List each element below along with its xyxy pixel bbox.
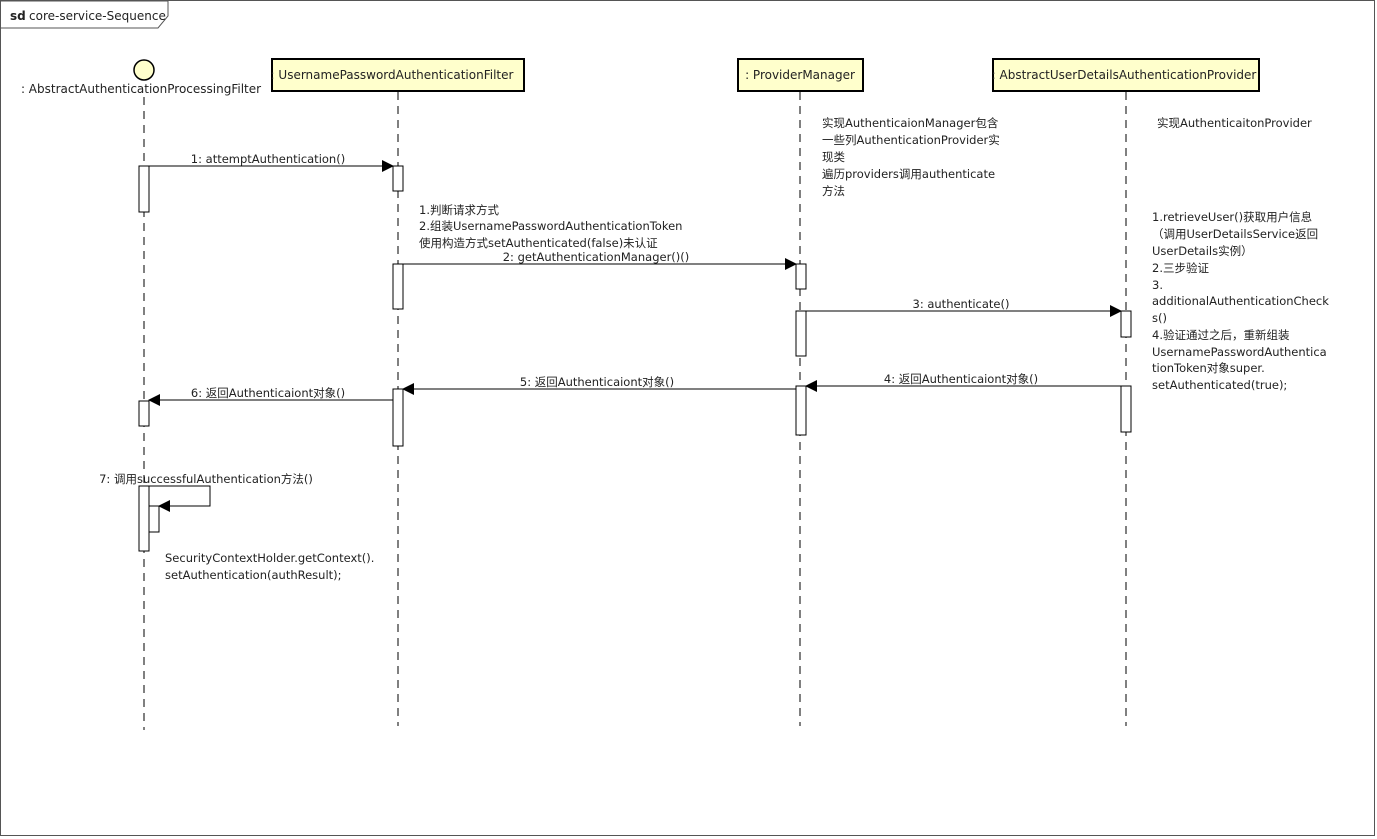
note-line: 2.组装UsernamePasswordAuthenticationToken [419,219,682,233]
note-line: 4.验证通过之后，重新组装 [1152,328,1290,342]
note-line: 1.判断请求方式 [419,203,499,217]
activation-bar [1120,385,1132,433]
activation-bar [392,263,404,310]
message-label-6: 6: 返回Authenticaiont对象() [191,386,345,400]
note-line: 1.retrieveUser()获取用户信息 [1152,210,1312,224]
note-line: setAuthenticated(true); [1152,378,1287,392]
note-security-context: SecurityContextHolder.getContext(). setA… [165,551,374,582]
activation-bar [392,388,404,447]
note-provider-steps: 1.retrieveUser()获取用户信息 （调用UserDetailsSer… [1152,210,1329,392]
activation-bar [795,310,807,357]
lifeline-provider-manager[interactable]: : ProviderManager [737,58,864,92]
note-line: 实现AuthenticaitonProvider [1157,116,1312,130]
lifeline-abstract-processing-filter[interactable]: : AbstractAuthenticationProcessingFilter [21,59,261,96]
activation-bar [795,263,807,290]
lifeline-label: : AbstractAuthenticationProcessingFilter [21,82,261,96]
activation-bar [1120,310,1132,338]
note-line: SecurityContextHolder.getContext(). [165,551,374,565]
activation-bar [138,485,150,552]
note-line: UserDetails实例） [1152,244,1253,258]
note-provider-header: 实现AuthenticaitonProvider [1157,116,1312,130]
note-line: additionalAuthenticationCheck [1152,294,1329,308]
message-label-4: 4: 返回Authenticaiont对象() [884,372,1038,386]
note-line: tionToken对象super. [1152,361,1265,375]
note-line: 3. [1152,278,1163,292]
lifeline-label: : UsernamePasswordAuthenticationFilter [271,68,514,82]
activation-bars [138,165,1132,552]
lifeline-username-password-filter[interactable]: : UsernamePasswordAuthenticationFilter [271,58,525,92]
activation-bar [138,400,150,427]
note-line: UsernamePasswordAuthentica [1152,345,1327,359]
note-line: 2.三步验证 [1152,261,1209,275]
message-arrows [148,160,1122,512]
activation-bar [392,165,404,192]
lifeline-lines [143,92,1127,730]
message-label-3: 3: authenticate() [913,297,1010,311]
note-line: （调用UserDetailsService返回 [1152,227,1318,241]
note-line: s() [1152,311,1167,325]
activation-bar-nested [148,505,160,533]
lifeline-label: : ProviderManager [745,68,855,82]
message-arrow-7-self [149,485,211,512]
note-provider-manager: 实现AuthenticaionManager包含 一些列Authenticati… [822,116,1000,198]
message-label-1: 1: attemptAuthentication() [191,152,345,166]
lifeline-details-auth-provider[interactable]: : AbstractUserDetailsAuthenticationProvi… [992,58,1260,92]
note-line: 使用构造方式setAuthenticated(false)未认证 [419,236,658,250]
activation-bar [138,165,150,213]
note-line: 遍历providers调用authenticate [822,167,995,181]
lifeline-label: : AbstractUserDetailsAuthenticationProvi… [992,68,1257,82]
message-label-5: 5: 返回Authenticaiont对象() [520,375,674,389]
message-label-7: 7: 调用successfulAuthentication方法() [99,472,313,486]
note-line: 方法 [822,184,845,198]
note-line: 实现AuthenticaionManager包含 [822,116,999,130]
frame-keyword: sd [10,9,26,23]
message-labels: 1: attemptAuthentication() 2: getAuthent… [99,152,1038,486]
actor-circle-icon [133,59,155,81]
frame-title: core-service-Sequence [29,9,166,23]
activation-bar [795,385,807,436]
frame-tab: sd core-service-Sequence [1,0,169,29]
note-filter-steps: 1.判断请求方式 2.组装UsernamePasswordAuthenticat… [419,203,682,250]
note-line: setAuthentication(authResult); [165,568,342,582]
note-line: 现类 [822,150,845,164]
message-label-2: 2: getAuthenticationManager()() [503,250,690,264]
note-line: 一些列AuthenticationProvider实 [822,133,1000,147]
